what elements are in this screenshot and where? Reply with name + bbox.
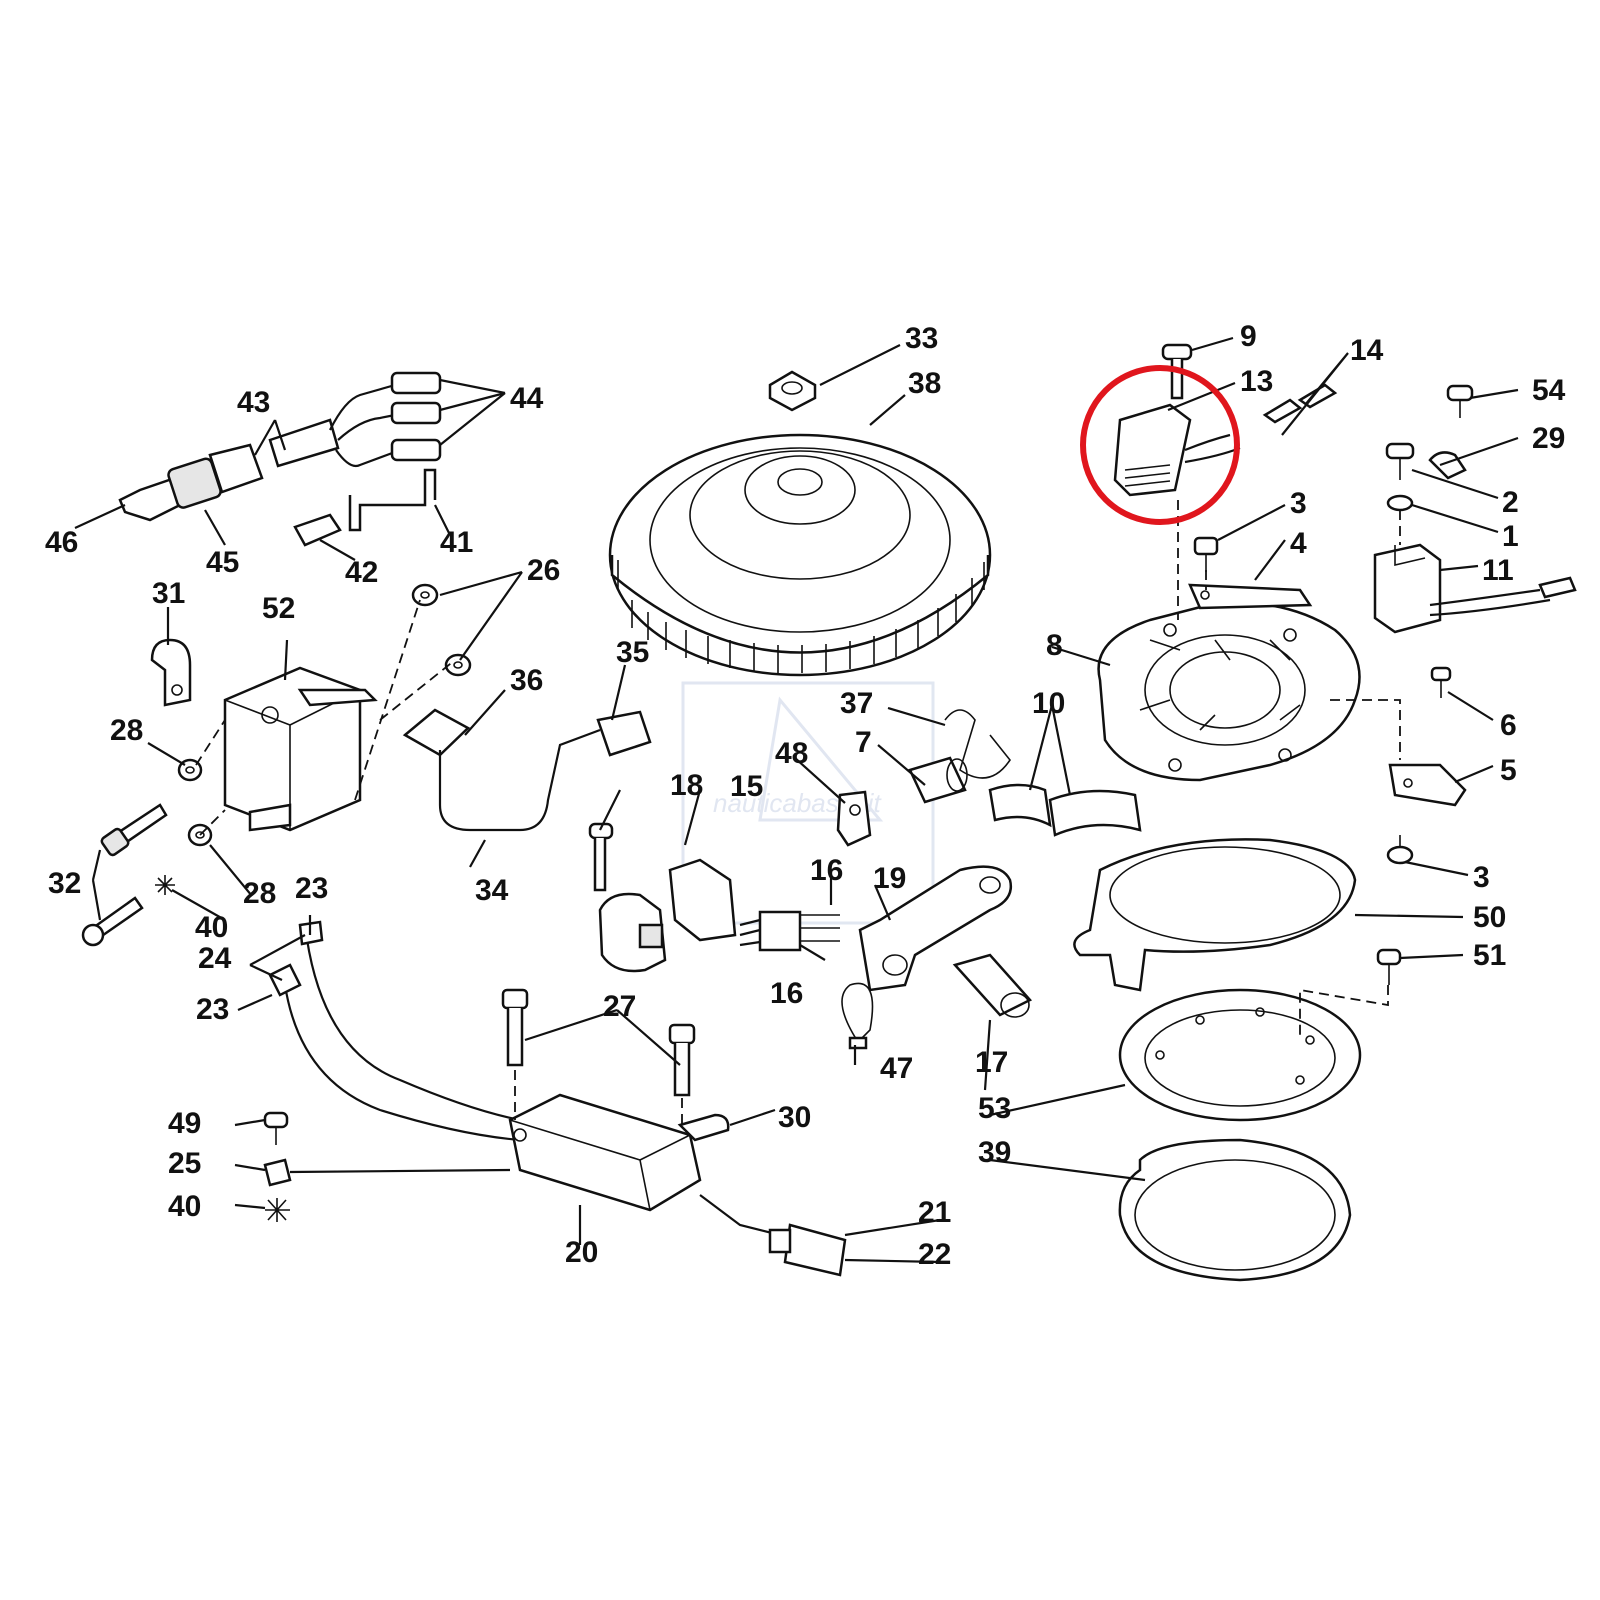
callout-40b: 40 [168,1190,201,1223]
callout-47: 47 [880,1052,913,1085]
callout-5: 5 [1500,754,1517,787]
callout-1: 1 [1502,520,1519,553]
callout-4: 4 [1290,527,1307,560]
highlight-circle [1080,365,1240,525]
callout-labels: 1 2 3 3 4 5 6 7 8 9 10 11 13 14 15 16 16… [45,320,1566,1271]
wiring-harness-part [268,920,521,1142]
callout-40: 40 [195,911,228,944]
plate-tab-part [1188,536,1414,865]
switch-screw-part [588,822,614,892]
callout-14: 14 [1350,334,1384,367]
ground-hardware-part [263,1111,511,1222]
callout-24: 24 [198,942,232,975]
switch-bracket-part [836,790,872,847]
callout-16b: 16 [770,977,803,1010]
callout-37: 37 [840,687,873,720]
stator-plate-part [1097,600,1361,782]
callout-3b: 3 [1473,861,1490,894]
callout-33: 33 [905,322,938,355]
callout-22: 22 [918,1238,951,1271]
callout-13: 13 [1240,365,1273,398]
callout-46: 46 [45,526,78,559]
callout-11: 11 [1482,554,1514,587]
assembly-lines [195,500,1401,1125]
callout-17: 17 [975,1046,1008,1079]
callout-27: 27 [603,990,636,1023]
callout-38: 38 [908,367,941,400]
safety-switch-part [598,858,840,973]
shield-plate-part [1388,763,1467,807]
washer-part [177,583,472,847]
callout-53: 53 [978,1092,1011,1125]
callout-54: 54 [1532,374,1566,407]
power-pack-part [508,1093,847,1277]
callout-31: 31 [152,577,185,610]
callout-23b: 23 [196,993,229,1026]
callout-20: 20 [565,1236,598,1269]
clamp-part [150,638,192,707]
callout-2: 2 [1502,486,1519,519]
charge-coil-part [1113,383,1338,497]
callout-8: 8 [1046,629,1063,662]
leader-lines [74,336,1519,1264]
mount-screw-part [1376,948,1402,985]
hose-part [988,783,1142,837]
callout-29: 29 [1532,422,1565,455]
flywheel-part [608,370,992,677]
callout-3: 3 [1290,487,1307,520]
bushing-part [952,953,1033,1018]
callout-9: 9 [1240,320,1257,353]
bracket-part [293,468,437,547]
callout-49: 49 [168,1107,201,1140]
callout-21: 21 [918,1196,951,1229]
callout-7: 7 [855,726,872,759]
harness-clamp-part [677,1113,730,1142]
callout-42: 42 [345,556,378,589]
callout-48: 48 [775,737,808,770]
callout-44: 44 [510,382,544,415]
spark-plug-lead-part [118,371,442,522]
snap-ring-part [1118,1138,1352,1282]
callout-28b: 28 [243,877,276,910]
gasket-part [1073,838,1357,992]
callout-10: 10 [1032,687,1065,720]
callout-34: 34 [475,874,509,907]
callout-6: 6 [1500,709,1517,742]
callout-52: 52 [262,592,295,625]
callout-41: 41 [440,526,473,559]
callout-25: 25 [168,1147,201,1180]
callout-50: 50 [1473,901,1506,934]
callout-39: 39 [978,1136,1011,1169]
callout-35: 35 [616,636,649,669]
callout-28: 28 [110,714,143,747]
spring-part [944,709,1011,779]
ignition-coil-part [223,666,378,832]
sensor-part [908,756,968,804]
power-coil-part [1373,543,1577,634]
ignition-lead-part [402,708,652,832]
retainer-ring-part [1118,988,1362,1122]
callout-23: 23 [295,872,328,905]
callout-30: 30 [778,1101,811,1134]
screw-part [81,803,175,947]
callout-18: 18 [670,769,703,802]
callout-51: 51 [1473,939,1506,972]
callout-43: 43 [237,386,270,419]
throttle-lever-part [858,865,1013,992]
clip-part [841,982,874,1050]
callout-15: 15 [730,770,763,803]
mount-bolt-part [501,988,696,1097]
callout-45: 45 [206,546,239,579]
callout-26: 26 [527,554,560,587]
callout-32: 32 [48,867,81,900]
callout-16: 16 [810,854,843,887]
callout-36: 36 [510,664,543,697]
callout-19: 19 [873,862,906,895]
